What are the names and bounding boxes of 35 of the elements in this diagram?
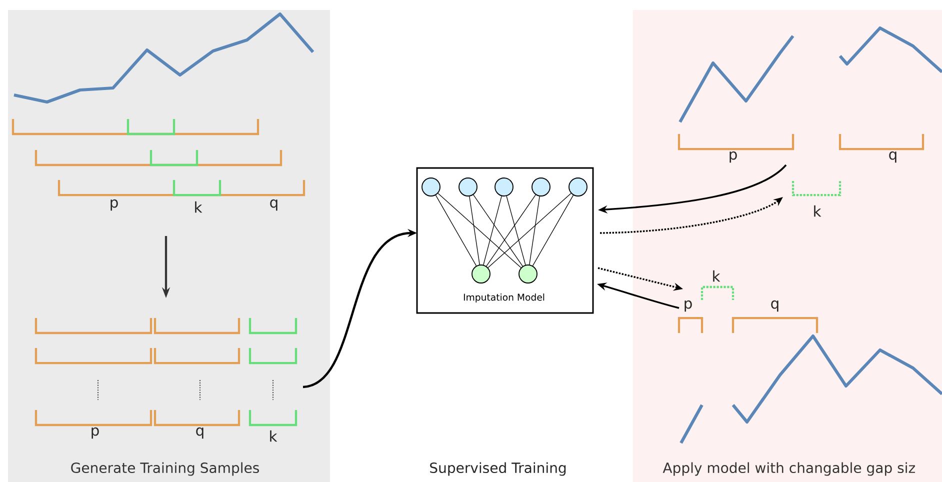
neuron-circle [518,264,538,284]
segment-letter: q [771,300,778,312]
connector-line [529,196,540,265]
segment-letter: q [270,199,278,211]
connector-line [483,196,502,266]
panel-title: Apply model with changable gap siz [662,462,915,476]
section-caption: Supervised Training [430,462,566,476]
segment-letter: k [270,430,278,442]
segment-letter: k [195,201,202,213]
model-box: Imputation Model [416,167,594,314]
segment-letter: q [196,427,204,439]
connector-line [469,196,480,265]
segment-letter: q [889,151,896,163]
neuron-circle [472,264,490,284]
neuron-circle [568,178,588,196]
connector-line [435,194,477,266]
panel [633,10,942,482]
connector-line [506,196,526,266]
connector-line [473,194,523,267]
segment-letter: p [684,300,692,312]
segment-letter: p [730,151,737,163]
segment-letter: p [92,427,99,439]
neuron-circle [458,178,478,196]
segment-letter: k [713,270,720,282]
panel-title: Generate Training Samples [71,462,259,476]
connector-line [532,194,574,266]
connector-line [486,194,536,267]
neuron-circle [422,178,440,196]
neuron-circle [532,178,550,196]
connector-line [488,193,572,268]
segment-letter: k [814,205,822,217]
connector-line [438,193,522,268]
panel [8,10,330,482]
neuron-circle [494,178,514,196]
segment-letter: p [110,199,118,211]
